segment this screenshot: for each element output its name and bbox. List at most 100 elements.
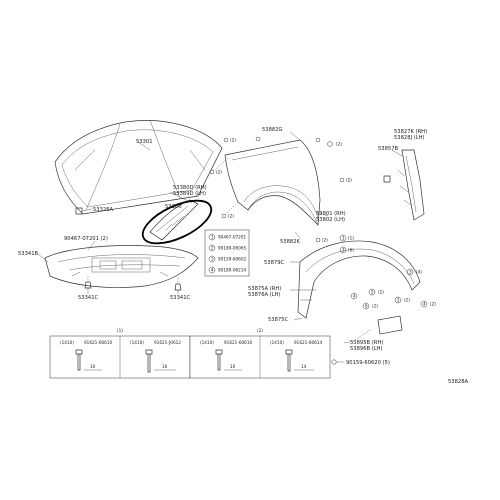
fender-liner bbox=[297, 240, 421, 319]
front-fender bbox=[214, 139, 321, 226]
label-liner-lh: 53876A (LH) bbox=[248, 292, 281, 298]
fender-side-seal bbox=[397, 149, 425, 221]
svg-text:2: 2 bbox=[397, 298, 400, 303]
label-seal-ref-bolt: 90467-07201 (2) bbox=[64, 236, 108, 242]
svg-text:(2): (2) bbox=[404, 298, 410, 303]
fender-bolt-lower-right: (2) bbox=[315, 238, 328, 243]
legend-row-2: 2 90189-06065 bbox=[208, 244, 246, 252]
label-hood: 53301 bbox=[136, 139, 153, 145]
label-hood-seal-lh: 53389D (LH) bbox=[173, 191, 206, 197]
label-hood-bumper: 53326A bbox=[93, 207, 114, 213]
label-hood-seal-rh: 53380D (RH) bbox=[173, 185, 207, 191]
legend-code-4: 90189-06214 bbox=[218, 268, 246, 273]
svg-text:10: 10 bbox=[230, 364, 236, 369]
label-side-bracket: 53857B bbox=[378, 146, 399, 152]
splash-shield bbox=[351, 315, 403, 343]
svg-text:(2): (2) bbox=[216, 170, 222, 175]
fender-bolt-top-left: (2) bbox=[223, 138, 236, 143]
svg-text:(2): (2) bbox=[228, 214, 234, 219]
liner-callout-8: 4 (2) bbox=[420, 300, 436, 308]
legend-num-3: 3 bbox=[211, 257, 214, 262]
bolt-cell-1: (1410) 91621-60610 10 bbox=[60, 340, 112, 371]
legend-num-2: 2 bbox=[211, 246, 214, 251]
label-splash-rh: 53895B (RH) bbox=[350, 340, 383, 346]
hood-panel bbox=[54, 119, 223, 215]
svg-text:16: 16 bbox=[162, 364, 168, 369]
svg-text:91621-60610: 91621-60610 bbox=[84, 340, 112, 345]
label-fender-rh: 53801 (RH) bbox=[316, 211, 346, 217]
hood-insulator bbox=[44, 245, 199, 288]
svg-text:3: 3 bbox=[409, 270, 412, 275]
label-splash-lh: 53896B (LH) bbox=[350, 346, 383, 352]
svg-text:14: 14 bbox=[301, 364, 307, 369]
svg-text:91621-60614: 91621-60614 bbox=[294, 340, 322, 345]
svg-text:(2): (2) bbox=[372, 304, 378, 309]
svg-text:2: 2 bbox=[342, 248, 345, 253]
svg-text:(4): (4) bbox=[416, 270, 422, 275]
liner-callout-2: 2 (6) bbox=[339, 246, 354, 254]
splash-screw bbox=[331, 359, 344, 365]
legend-row-4: 4 90189-06214 bbox=[208, 266, 246, 274]
svg-text:5: 5 bbox=[371, 290, 374, 295]
bolt-table: (1) (2) (1410) 91621-60610 10 (1410) 916… bbox=[49, 328, 331, 379]
bolt-cell-3: (1410) 91621-60610 10 bbox=[200, 340, 252, 371]
fender-bolt-lower-left: (2) bbox=[221, 214, 234, 219]
svg-text:(2): (2) bbox=[346, 178, 352, 183]
svg-text:(2): (2) bbox=[230, 138, 236, 143]
svg-text:(1410): (1410) bbox=[60, 340, 74, 345]
label-fender-lower: 53882K bbox=[280, 239, 301, 245]
label-insulator-clip-right: 53341C bbox=[170, 295, 191, 301]
liner-callout-5: 5 (2) bbox=[368, 288, 384, 296]
legend-num-4: 4 bbox=[211, 268, 214, 273]
label-liner-clip: 53875C bbox=[268, 317, 289, 323]
liner-callout-1: 1 (1) bbox=[339, 234, 354, 242]
fender-bolt-side-left: (2) bbox=[209, 170, 222, 175]
fender-bolt-top-right: (2) bbox=[315, 137, 342, 147]
side-seal-clip bbox=[383, 175, 391, 183]
svg-text:(1410): (1410) bbox=[200, 340, 214, 345]
svg-text:(2): (2) bbox=[430, 302, 436, 307]
svg-text:(6): (6) bbox=[348, 248, 354, 253]
hood-bumper bbox=[75, 207, 93, 215]
table-mark-1: (1) bbox=[117, 328, 123, 333]
liner-callout-6: 6 (2) bbox=[362, 302, 378, 310]
label-side-seal-rh: 53827K (RH) bbox=[394, 129, 427, 135]
liner-callout-4: 4 bbox=[350, 292, 358, 300]
svg-text:(2): (2) bbox=[322, 238, 328, 243]
svg-text:4: 4 bbox=[353, 294, 356, 299]
label-liner-rh: 53875A (RH) bbox=[248, 286, 281, 292]
table-mark-2: (2) bbox=[257, 328, 263, 333]
label-splash-screw: 90159-60620 (5) bbox=[346, 360, 390, 366]
svg-text:(1): (1) bbox=[348, 236, 354, 241]
legend-code-1: 90467-07201 bbox=[218, 235, 246, 240]
diagram-code: 53828A bbox=[448, 379, 469, 385]
legend-row-1: 1 90467-07201 bbox=[208, 233, 246, 241]
bolt-cell-4: (1410) 91621-60614 14 bbox=[270, 340, 322, 372]
liner-callout-7: 2 (2) bbox=[394, 296, 410, 304]
label-seal-retainer: 53380 bbox=[165, 204, 182, 210]
svg-text:10: 10 bbox=[90, 364, 96, 369]
hood-seal bbox=[149, 199, 199, 241]
legend-row-3: 3 90159-60602 bbox=[208, 255, 246, 263]
label-fender-top: 53882G bbox=[262, 127, 283, 133]
svg-text:1: 1 bbox=[342, 236, 345, 241]
bolt-cell-2: (1410) 91621-J0612 16 bbox=[130, 340, 181, 373]
label-fender-bracket: 53879C bbox=[264, 260, 285, 266]
svg-text:6: 6 bbox=[365, 304, 368, 309]
svg-text:(2): (2) bbox=[336, 142, 342, 147]
label-insulator-clip-left: 53341C bbox=[78, 295, 99, 301]
fender-bolt-side-right: (2) bbox=[339, 178, 352, 183]
insulator-clip-left bbox=[84, 276, 92, 294]
svg-text:4: 4 bbox=[423, 302, 426, 307]
svg-text:(1410): (1410) bbox=[130, 340, 144, 345]
highlight-ellipse bbox=[141, 199, 213, 245]
svg-text:91621-J0612: 91621-J0612 bbox=[154, 340, 181, 345]
fender-bolt-top-mid bbox=[255, 136, 261, 142]
liner-callout-3: 3 (4) bbox=[406, 268, 422, 276]
label-fender-lh: 53802 (LH) bbox=[316, 217, 345, 223]
insulator-clip-right bbox=[174, 278, 182, 294]
legend-code-2: 90189-06065 bbox=[218, 246, 246, 251]
label-hood-insulator: 53341B bbox=[18, 251, 39, 257]
svg-text:(2): (2) bbox=[378, 290, 384, 295]
